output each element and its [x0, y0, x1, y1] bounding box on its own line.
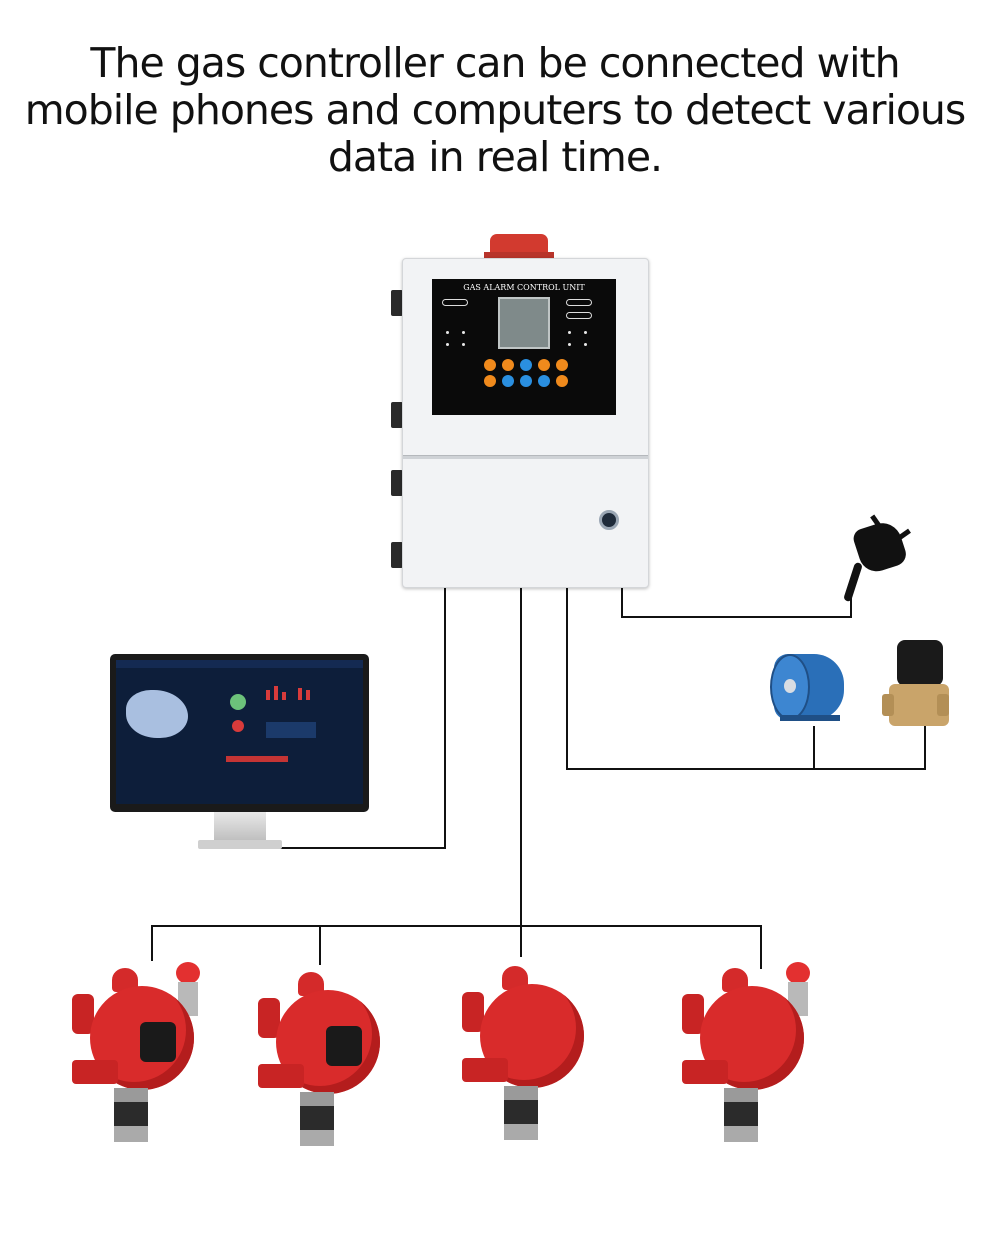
- valve-port: [882, 694, 894, 716]
- controller-hinge: [391, 290, 403, 316]
- detector-side-port: [682, 994, 704, 1034]
- detector-sensor-head: [504, 1100, 538, 1140]
- detector-neck: [114, 1088, 148, 1102]
- headline: The gas controller can be connected with…: [0, 40, 990, 181]
- wire-monitor-vertical: [444, 586, 446, 849]
- wire-power-up: [850, 598, 852, 618]
- wire-outputs-vertical: [566, 582, 568, 770]
- wire-detectors-bus: [151, 925, 762, 927]
- detector-side-port: [258, 998, 280, 1038]
- bar-widget-icon: [274, 686, 278, 700]
- controller-hinge: [391, 470, 403, 496]
- lcd-display: [498, 297, 550, 349]
- bar-widget-icon: [266, 690, 270, 700]
- keypad-key: [502, 375, 514, 387]
- wire-power-vertical: [621, 586, 623, 618]
- gas-detector-4: [676, 962, 826, 1168]
- detector-neck: [504, 1086, 538, 1100]
- indicator-led: [584, 343, 587, 346]
- gas-detector-3: [456, 966, 606, 1166]
- headline-line-2: mobile phones and computers to detect va…: [24, 86, 967, 134]
- dashboard-header-bar: [116, 660, 363, 668]
- bar-widget-icon: [282, 692, 286, 700]
- indicator-led: [446, 343, 449, 346]
- wire-detector-1-drop: [151, 925, 153, 961]
- detector-beacon: [176, 962, 200, 984]
- wire-detector-3-drop: [520, 925, 522, 957]
- status-widget-icon: [232, 720, 244, 732]
- keypad-key: [556, 375, 568, 387]
- detector-sensor-head: [300, 1106, 334, 1146]
- table-widget-icon: [226, 756, 288, 762]
- monitor-screen: [116, 660, 363, 804]
- gas-detector-1: [66, 962, 216, 1168]
- cabinet-seam: [403, 455, 648, 459]
- bar-widget-icon: [306, 690, 310, 700]
- gas-detector-2: [252, 972, 402, 1172]
- wire-power-horizontal: [621, 616, 852, 618]
- lock-icon: [599, 510, 619, 530]
- wire-fan-drop: [813, 726, 815, 770]
- keypad-key: [520, 375, 532, 387]
- detector-mount-foot: [258, 1064, 304, 1088]
- bar-widget-icon: [298, 688, 302, 700]
- wire-detectors-trunk: [520, 586, 522, 926]
- monitor-stand: [214, 812, 266, 842]
- monitor-stand-base: [198, 840, 282, 849]
- chart-widget-icon: [266, 722, 316, 738]
- detector-side-port: [72, 994, 94, 1034]
- keypad-key: [484, 359, 496, 371]
- dashboard-widgets: [226, 686, 316, 762]
- indicator-led: [568, 343, 571, 346]
- keypad-key: [556, 359, 568, 371]
- pie-widget-icon: [230, 694, 246, 710]
- keypad-key: [484, 375, 496, 387]
- plug-cord: [843, 561, 863, 603]
- detector-display-window: [140, 1022, 176, 1062]
- controller-hinge: [391, 542, 403, 568]
- detector-side-port: [462, 992, 484, 1032]
- fan-hub: [784, 679, 796, 693]
- detector-neck: [300, 1092, 334, 1106]
- wire-detector-2-drop: [319, 925, 321, 965]
- valve-port: [937, 694, 949, 716]
- wire-outputs-horizontal: [566, 768, 926, 770]
- wire-monitor-horizontal: [270, 847, 446, 849]
- alarm-beacon-base: [484, 252, 554, 262]
- detector-beacon: [786, 962, 810, 984]
- detector-mount-foot: [462, 1058, 508, 1082]
- monitor-bezel: [110, 654, 369, 812]
- status-pill: [566, 312, 592, 319]
- controller-hinge: [391, 402, 403, 428]
- headline-line-1: The gas controller can be connected with: [90, 39, 900, 87]
- indicator-led: [446, 331, 449, 334]
- keypad-key: [502, 359, 514, 371]
- control-panel: GAS ALARM CONTROL UNIT: [432, 279, 616, 415]
- panel-title: GAS ALARM CONTROL UNIT: [463, 283, 585, 292]
- headline-line-3: data in real time.: [327, 133, 663, 181]
- detector-mount-foot: [72, 1060, 118, 1084]
- detector-sensor-head: [114, 1102, 148, 1142]
- map-icon: [126, 690, 188, 738]
- indicator-led: [568, 331, 571, 334]
- indicator-led: [462, 331, 465, 334]
- valve-coil: [897, 640, 943, 686]
- status-pill: [442, 299, 468, 306]
- fan-mount: [780, 715, 840, 721]
- detector-neck: [724, 1088, 758, 1102]
- keypad-key: [520, 359, 532, 371]
- wire-detector-4-drop: [760, 925, 762, 969]
- wire-valve-drop: [924, 726, 926, 770]
- detector-display-window: [326, 1026, 362, 1066]
- status-pill: [566, 299, 592, 306]
- indicator-led: [462, 343, 465, 346]
- keypad-key: [538, 359, 550, 371]
- indicator-led: [584, 331, 587, 334]
- keypad-key: [538, 375, 550, 387]
- detector-sensor-head: [724, 1102, 758, 1142]
- detector-mount-foot: [682, 1060, 728, 1084]
